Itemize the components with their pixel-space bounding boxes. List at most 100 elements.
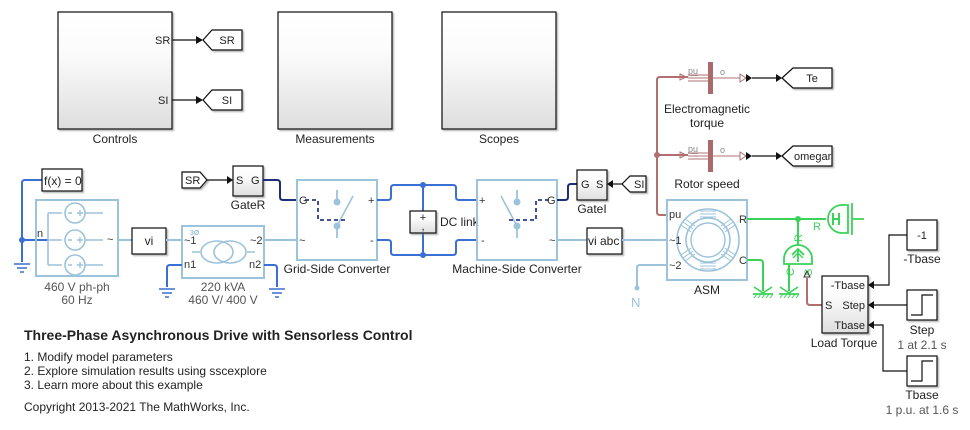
dc-link-capacitor[interactable]: + ,	[409, 210, 437, 234]
gain-label: -Tbase	[903, 252, 941, 266]
grid-side-converter[interactable]: G + ~ -	[296, 179, 378, 261]
wire-gater-converter	[263, 179, 298, 201]
gater-block[interactable]: S G	[232, 165, 264, 197]
ps-converter-speed[interactable]: pu o	[679, 140, 747, 172]
goto-si[interactable]: SI	[202, 89, 243, 111]
mechanical-reference-icon	[753, 286, 774, 299]
goto-te-tag: Te	[806, 73, 818, 85]
load-torque-port-step: Step	[842, 300, 865, 312]
transformer[interactable]: 3Ø ~1 ~2 n1 n2	[181, 225, 265, 279]
machine-side-converter[interactable]: + G - ~	[476, 179, 558, 261]
copyright: Copyright 2013-2021 The MathWorks, Inc.	[24, 400, 250, 414]
transformer-port-2: ~2	[250, 235, 263, 247]
gatei-block[interactable]: G S	[576, 169, 608, 201]
source-port-n: n	[37, 228, 43, 240]
wire-load-torque	[806, 278, 822, 306]
wire-n2-ground	[264, 264, 278, 287]
machine-conv-port-minus: -	[481, 235, 485, 247]
ps-speed-port-out: o	[720, 145, 725, 155]
ground-icon	[159, 288, 175, 298]
wire-tbase	[874, 324, 907, 372]
load-torque-label: Load Torque	[811, 336, 878, 350]
gain-block[interactable]: -1	[906, 219, 938, 251]
mechanical-reference-icon	[779, 286, 800, 299]
transformer-symbol: 3Ø	[190, 230, 200, 237]
tbase-sublabel: 1 p.u. at 1.6 s	[886, 403, 959, 417]
from-si[interactable]: SI	[621, 175, 647, 193]
ground-icon	[269, 288, 285, 298]
model-links: 1. Modify model parameters 2. Explore si…	[24, 350, 267, 392]
asm-port-c: C	[739, 255, 747, 267]
load-torque-subsystem[interactable]: S -Tbase Step Tbase	[821, 275, 869, 334]
goto-omegar-tag: omegar	[794, 151, 832, 163]
ps-converter-torque[interactable]: pu o	[679, 62, 747, 94]
goto-omegar[interactable]: omegar	[781, 145, 833, 167]
ps-torque-port-out: o	[720, 67, 725, 77]
asm-machine[interactable]: pu ~1 ~2 R C	[666, 199, 748, 281]
source-label-2: 60 Hz	[61, 293, 92, 307]
arrow-te	[746, 74, 752, 82]
load-torque-port-s: S	[825, 300, 832, 312]
load-torque-port-neg-tbase: -Tbase	[831, 280, 865, 292]
gatei-port-g: G	[581, 179, 590, 191]
asm-port-r: R	[739, 214, 747, 226]
ps-torque-label-1: Electromagnetic	[664, 102, 750, 116]
gain-value: -1	[917, 230, 927, 242]
dc-link-label: DC link	[440, 215, 480, 229]
controls-subsystem[interactable]: SR SI	[57, 11, 173, 130]
goto-si-tag: SI	[222, 95, 232, 107]
ps-torque-label-2: torque	[690, 116, 724, 130]
wire-asm-case	[747, 259, 764, 291]
arrow-omega-goto	[776, 152, 782, 160]
arrow-gater	[227, 176, 233, 184]
controls-port-si: SI	[158, 95, 168, 107]
machine-conv-port-g: G	[547, 195, 556, 207]
link-learn-more[interactable]: 3. Learn more about this example	[24, 378, 203, 392]
goto-te[interactable]: Te	[781, 67, 833, 89]
wire-asm-pu	[656, 76, 688, 216]
vi-measurement[interactable]: vi	[131, 227, 167, 255]
transformer-label-1: 220 kVA	[201, 280, 245, 294]
wire-asm-neutral	[636, 264, 668, 287]
measurements-subsystem[interactable]	[277, 11, 393, 130]
wire-gain	[874, 234, 907, 286]
tbase-step-block[interactable]	[906, 355, 938, 387]
machine-conv-port-plus: +	[479, 195, 485, 207]
dc-link-plus: +	[420, 212, 426, 224]
tbase-label: Tbase	[905, 388, 939, 402]
machine-conv-port-ac: ~	[549, 235, 555, 247]
goto-sr-tag: SR	[219, 35, 234, 47]
torque-source[interactable]: R C S	[783, 234, 815, 276]
transformer-label-2: 460 V/ 400 V	[188, 293, 257, 307]
torque-source-port-r: R	[793, 234, 805, 242]
from-sr[interactable]: SR	[181, 171, 208, 189]
asm-label: ASM	[694, 283, 720, 297]
controls-label: Controls	[93, 132, 138, 146]
vi-abc-measurement[interactable]: vi abc	[586, 227, 623, 255]
ps-torque-port-in: pu	[688, 66, 698, 76]
wire-dc-minus	[377, 239, 478, 256]
link-explore-results[interactable]: 2. Explore simulation results using ssce…	[24, 364, 267, 378]
grid-conv-port-minus: -	[370, 235, 374, 247]
step-block[interactable]	[906, 289, 938, 321]
solver-configuration[interactable]: f(x) = 0	[41, 168, 83, 192]
arrow-step	[868, 301, 874, 309]
junction-dot	[420, 182, 426, 188]
grid-converter-label: Grid-Side Converter	[284, 262, 391, 276]
model-title: Three-Phase Asynchronous Drive with Sens…	[24, 327, 413, 343]
gater-port-s: S	[236, 175, 243, 187]
dc-link-minus: ,	[421, 221, 424, 233]
inertia-block[interactable]: R	[813, 203, 864, 235]
junction-dot	[654, 152, 660, 158]
ps-speed-port-in: pu	[688, 144, 698, 154]
machine-converter-label: Machine-Side Converter	[452, 262, 581, 276]
step-sublabel: 1 at 2.1 s	[897, 338, 946, 352]
three-phase-source[interactable]: n ~	[35, 199, 119, 277]
scopes-subsystem[interactable]	[441, 11, 557, 130]
source-label-1: 460 V ph-ph	[44, 280, 109, 294]
gatei-label: GateI	[577, 202, 606, 216]
goto-sr[interactable]: SR	[202, 29, 243, 51]
from-si-tag: SI	[634, 179, 644, 191]
link-modify-parameters[interactable]: 1. Modify model parameters	[24, 350, 173, 364]
